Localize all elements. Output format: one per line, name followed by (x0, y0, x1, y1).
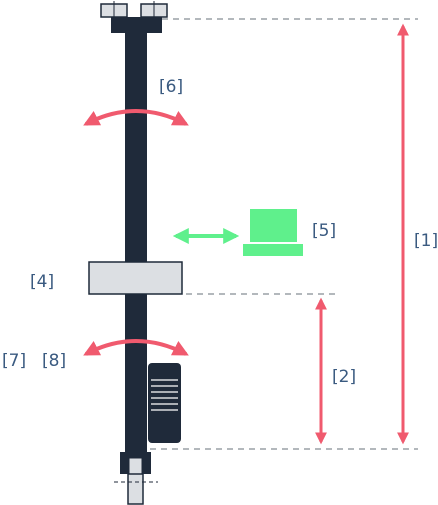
motor (148, 363, 181, 443)
sensor-top (250, 209, 297, 242)
label-2: [2] (332, 367, 357, 387)
sensor (243, 209, 303, 256)
label-5: [5] (312, 221, 337, 241)
bottom-shaft-end (127, 473, 144, 505)
top-clamp-block (111, 17, 162, 33)
bottom-coupling (114, 452, 158, 505)
rotation-arrow-upper-icon (83, 109, 189, 126)
dashed-reference-lines (150, 18, 418, 450)
label-7: [7] (2, 351, 27, 371)
main-shaft (125, 33, 147, 453)
rotation-arrow-lower-icon (83, 339, 189, 356)
sensor-base (243, 244, 303, 256)
collar (88, 261, 183, 295)
motor-body (148, 363, 181, 443)
label-6: [6] (159, 77, 184, 97)
label-4: [4] (30, 272, 55, 292)
top-clamp (100, 1, 168, 33)
label-8: [8] (42, 351, 67, 371)
label-1: [1] (414, 231, 438, 251)
